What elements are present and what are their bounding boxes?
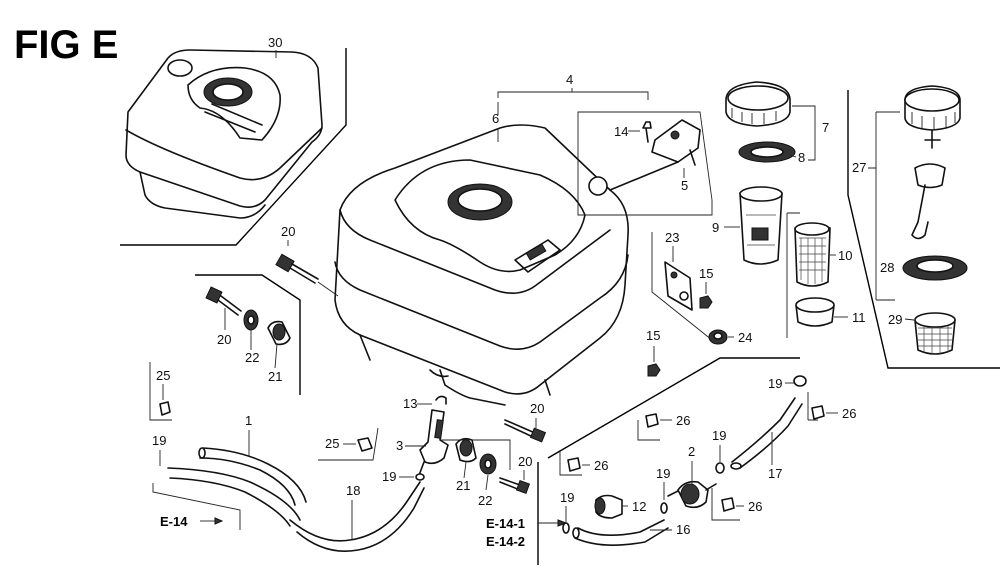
callout-11: 11 xyxy=(852,310,866,325)
callout-23: 23 xyxy=(665,230,679,245)
grommet-part-24 xyxy=(708,329,728,345)
callout-1: 1 xyxy=(245,413,252,428)
clamp-part-25a xyxy=(159,401,171,416)
callout-20a: 20 xyxy=(281,224,295,239)
callout-8: 8 xyxy=(798,150,805,165)
callout-20d: 20 xyxy=(530,401,544,416)
fuel-hose-part-18 xyxy=(289,481,425,552)
ref-e14-2: E-14-2 xyxy=(486,534,525,549)
callout-26b: 26 xyxy=(676,413,690,428)
callout-4: 4 xyxy=(566,72,573,87)
callout-5: 5 xyxy=(681,178,688,193)
clamp-part-26a xyxy=(567,457,581,472)
clamp-part-25b xyxy=(357,437,373,452)
ring-part-11 xyxy=(795,297,835,327)
screw-part-14 xyxy=(642,121,652,143)
bolt-part-20d xyxy=(504,419,547,443)
mount-part-21a xyxy=(267,320,291,346)
callout-19e: 19 xyxy=(656,466,670,481)
washer-part-22b xyxy=(479,453,497,475)
callout-22b: 22 xyxy=(478,493,492,508)
bracket-part-23 xyxy=(664,261,693,311)
fuel-hose-part-17 xyxy=(730,375,807,470)
callout-6: 6 xyxy=(492,111,499,126)
strainer-part-9 xyxy=(739,186,783,265)
clip-part-13 xyxy=(435,395,447,405)
callout-26a: 26 xyxy=(594,458,608,473)
fuel-cap-part-27 xyxy=(904,85,961,240)
callout-29: 29 xyxy=(888,312,902,327)
gasket-part-8 xyxy=(738,141,796,163)
fuel-cock-part-3 xyxy=(417,409,449,479)
gasket-part-28 xyxy=(902,255,968,281)
callout-27: 27 xyxy=(852,160,866,175)
callout-2: 2 xyxy=(688,444,695,459)
filter-part-10 xyxy=(794,222,831,287)
washer-part-22a xyxy=(243,309,259,331)
fuel-gauge-part-5 xyxy=(588,119,701,196)
callout-30: 30 xyxy=(268,35,282,50)
callout-26c: 26 xyxy=(842,406,856,421)
callout-19c: 19 xyxy=(768,376,782,391)
mount-part-21b xyxy=(455,437,477,463)
figure-title: FIG E xyxy=(14,23,118,67)
clamp-part-26d xyxy=(721,497,735,512)
callout-12: 12 xyxy=(632,499,646,514)
callout-26d: 26 xyxy=(748,499,762,514)
callout-15b: 15 xyxy=(646,328,660,343)
nut-part-15b xyxy=(647,363,661,377)
callout-10: 10 xyxy=(838,248,852,263)
callout-25a: 25 xyxy=(156,368,170,383)
tank-cover-part-30 xyxy=(120,48,347,246)
callout-18: 18 xyxy=(346,483,360,498)
fitting-part-12 xyxy=(594,494,623,519)
callout-13: 13 xyxy=(403,396,417,411)
bolt-part-20a xyxy=(275,253,339,297)
callout-22a: 22 xyxy=(245,350,259,365)
bolt-part-20b xyxy=(205,286,242,316)
callout-19b: 19 xyxy=(382,469,396,484)
clamp-part-26b xyxy=(645,413,659,428)
fuel-hose-part-16 xyxy=(572,519,669,546)
callout-21a: 21 xyxy=(268,369,282,384)
ref-e14: E-14 xyxy=(160,514,188,529)
callout-21b: 21 xyxy=(456,478,470,493)
callout-28: 28 xyxy=(880,260,894,275)
callout-17: 17 xyxy=(768,466,782,481)
callout-19f: 19 xyxy=(560,490,574,505)
clamp-part-26c xyxy=(811,405,825,420)
callout-24: 24 xyxy=(738,330,752,345)
callout-3: 3 xyxy=(396,438,403,453)
callout-14: 14 xyxy=(614,124,628,139)
callout-16: 16 xyxy=(676,522,690,537)
callout-20c: 20 xyxy=(518,454,532,469)
callout-25b: 25 xyxy=(325,436,339,451)
callout-9: 9 xyxy=(712,220,719,235)
bolt-part-20c xyxy=(499,477,531,495)
nut-part-15a xyxy=(699,295,713,309)
fuel-tank xyxy=(334,124,629,406)
fuel-hose-part-1 xyxy=(167,447,307,527)
fuel-cap-part-7 xyxy=(725,81,791,127)
filter-part-29 xyxy=(914,312,956,355)
fuel-filter-part-2 xyxy=(667,480,717,509)
callout-15a: 15 xyxy=(699,266,713,281)
callout-19d: 19 xyxy=(712,428,726,443)
ref-e14-1: E-14-1 xyxy=(486,516,525,531)
callout-7: 7 xyxy=(822,120,829,135)
callout-19a: 19 xyxy=(152,433,166,448)
callout-20b: 20 xyxy=(217,332,231,347)
